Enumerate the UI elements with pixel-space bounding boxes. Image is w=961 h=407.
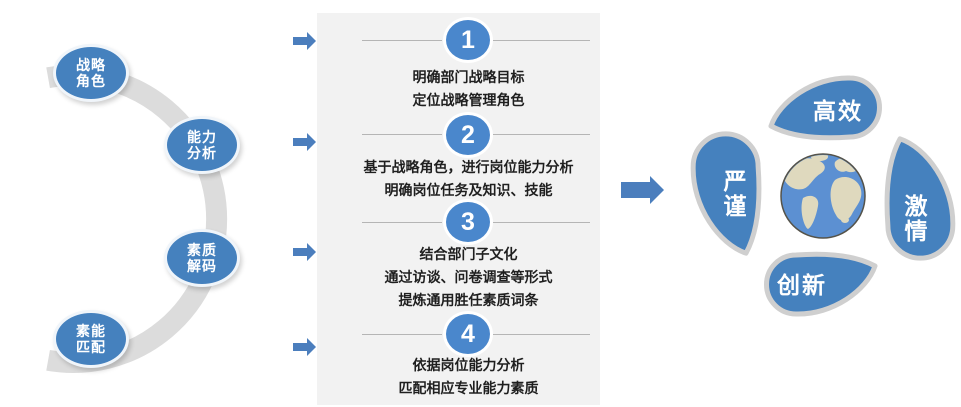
step-3-line-3: 提炼通用胜任素质词条	[398, 292, 539, 308]
values-wheel-petals	[690, 75, 956, 317]
flow-stage-3-label: 素质 解码	[187, 242, 217, 274]
flow-stage-4-label: 素能 匹配	[76, 323, 106, 355]
step-2-line-2: 明确岗位任务及知识、技能	[384, 182, 553, 198]
arrow-right-icon	[293, 32, 316, 50]
step-1-text: 明确部门战略目标 定位战略管理角色	[337, 66, 600, 112]
step-2-line-left	[362, 134, 442, 135]
value-label-bottom: 创新	[777, 272, 827, 298]
petal-right	[884, 136, 956, 261]
flow-stage-3: 素质 解码	[164, 229, 240, 287]
step-1-line-1: 明确部门战略目标	[412, 69, 525, 85]
step-4-text: 依据岗位能力分析 匹配相应专业能力素质	[337, 354, 600, 400]
petal-top	[768, 75, 882, 141]
step-3-number-badge: 3	[443, 199, 493, 245]
step-3-line-right	[493, 222, 590, 223]
step-4-line-1: 依据岗位能力分析	[412, 357, 525, 373]
value-label-right: 激情	[901, 194, 927, 244]
value-label-top: 高效	[813, 98, 863, 124]
big-arrow-right-icon	[621, 176, 664, 204]
step-2-line-1: 基于战略角色，进行岗位能力分析	[363, 159, 574, 175]
step-1-line-2: 定位战略管理角色	[412, 92, 525, 108]
flow-stage-2: 能力 分析	[164, 116, 240, 174]
arrow-right-icon	[293, 133, 316, 151]
arrow-right-icon	[293, 338, 316, 356]
flow-stage-4: 素能 匹配	[53, 310, 129, 368]
step-4-line-right	[493, 334, 590, 335]
flow-stage-1: 战略 角色	[53, 44, 129, 102]
step-1-number-badge: 1	[443, 17, 493, 63]
step-3-line-2: 通过访谈、问卷调查等形式	[384, 269, 553, 285]
step-1-number: 1	[461, 25, 475, 54]
flow-stage-2-label: 能力 分析	[187, 129, 217, 161]
step-1-line-left	[362, 40, 442, 41]
step-2-text: 基于战略角色，进行岗位能力分析 明确岗位任务及知识、技能	[337, 156, 600, 202]
petal-left	[690, 131, 762, 256]
step-2-line-right	[493, 134, 590, 135]
step-1-line-right	[493, 40, 590, 41]
step-3-number: 3	[461, 207, 475, 236]
step-4-number: 4	[461, 319, 475, 348]
step-4-line-left	[362, 334, 442, 335]
petal-bottom	[764, 251, 878, 317]
step-2-number: 2	[461, 120, 475, 149]
arrow-right-icon	[293, 243, 316, 261]
step-3-line-1: 结合部门子文化	[419, 246, 518, 262]
step-4-number-badge: 4	[443, 311, 493, 357]
step-4-line-2: 匹配相应专业能力素质	[398, 380, 539, 396]
step-3-line-left	[362, 222, 442, 223]
step-3-text: 结合部门子文化 通过访谈、问卷调查等形式 提炼通用胜任素质词条	[337, 243, 600, 312]
value-label-left: 严谨	[720, 169, 746, 219]
step-2-number-badge: 2	[443, 112, 493, 158]
flow-stage-1-label: 战略 角色	[76, 57, 106, 89]
globe-icon	[780, 153, 866, 239]
